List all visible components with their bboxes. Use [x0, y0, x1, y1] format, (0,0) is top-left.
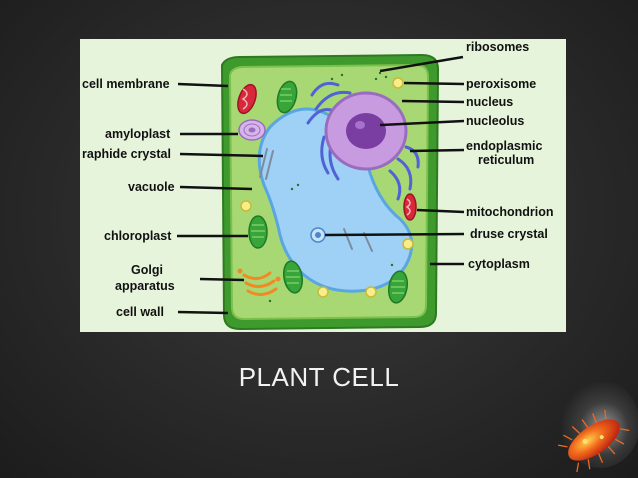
chloroplast — [248, 80, 409, 304]
label-endoplasmic: endoplasmic — [466, 139, 542, 153]
bacterium-image — [557, 382, 638, 473]
label-apparatus: apparatus — [115, 279, 175, 293]
druse-crystal — [310, 227, 326, 243]
label-vacuole: vacuole — [128, 180, 175, 194]
label-golgi: Golgi — [131, 263, 163, 277]
label-mitochondrion: mitochondrion — [466, 205, 554, 219]
slide-title: PLANT CELL — [238, 362, 400, 392]
raphide-crystal — [259, 148, 274, 180]
label-nucleus: nucleus — [466, 95, 513, 109]
label-peroxisome: peroxisome — [466, 77, 536, 91]
plant-cell-svg: ribosomes cell membrane peroxisome nucle… — [82, 40, 554, 331]
label-cytoplasm: cytoplasm — [468, 257, 530, 271]
label-raphide-crystal: raphide crystal — [82, 147, 171, 161]
label-druse-crystal: druse crystal — [470, 227, 548, 241]
ribosomes — [268, 71, 394, 303]
amyloplast — [238, 119, 266, 141]
label-reticulum: reticulum — [478, 153, 534, 167]
leader-lines — [177, 55, 465, 315]
label-amyloplast: amyloplast — [105, 127, 171, 141]
label-cell-membrane: cell membrane — [82, 77, 170, 91]
label-cell-wall: cell wall — [116, 305, 164, 319]
label-nucleolus: nucleolus — [466, 114, 524, 128]
label-ribosomes: ribosomes — [466, 40, 529, 54]
peroxisome — [240, 77, 414, 298]
nucleus — [324, 91, 408, 171]
label-chloroplast: chloroplast — [104, 229, 172, 243]
golgi-apparatus — [237, 268, 281, 296]
plant-cell-diagram: ribosomes cell membrane peroxisome nucle… — [80, 39, 566, 332]
mitochondrion — [237, 83, 417, 221]
